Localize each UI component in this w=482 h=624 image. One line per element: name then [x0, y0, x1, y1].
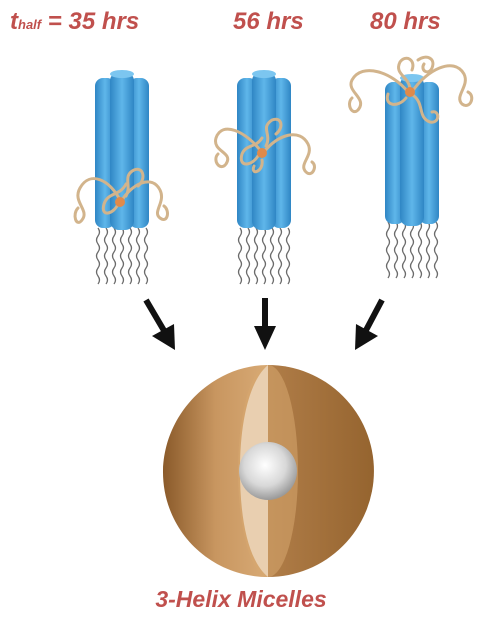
t-symbol: t — [10, 8, 18, 35]
lipid-anchor-2 — [257, 148, 267, 158]
t-subscript: half — [18, 17, 42, 32]
half-life-label-3: 80 hrs — [370, 8, 441, 35]
helix-cylinders-3 — [385, 74, 439, 226]
micelle-cross-section — [162, 365, 374, 577]
caption-title: 3-Helix Micelles — [155, 586, 327, 612]
arrow-middle — [254, 298, 276, 350]
arrow-left — [143, 298, 175, 350]
lipid-tails-3 — [385, 221, 439, 279]
lipid-anchor-1 — [115, 197, 125, 207]
lipid-tails-1 — [95, 227, 149, 285]
arrow-right — [355, 298, 385, 350]
helix-bundle-1 — [73, 70, 169, 285]
lipid-anchor-3 — [405, 87, 415, 97]
helix-bundle-3 — [348, 55, 474, 279]
micelle-core — [239, 442, 297, 500]
peg-chains-2 — [214, 117, 316, 176]
peg-chains-3 — [348, 55, 474, 124]
half-life-value-1: = 35 hrs — [47, 8, 140, 35]
helix-bundle-2 — [214, 70, 316, 285]
half-life-label-2: 56 hrs — [233, 8, 304, 35]
peg-chains-1 — [73, 167, 169, 224]
half-life-label-1: thalf = 35 hrs — [10, 8, 139, 36]
helix-cylinders-1 — [95, 70, 149, 230]
lipid-tails-2 — [237, 227, 291, 285]
